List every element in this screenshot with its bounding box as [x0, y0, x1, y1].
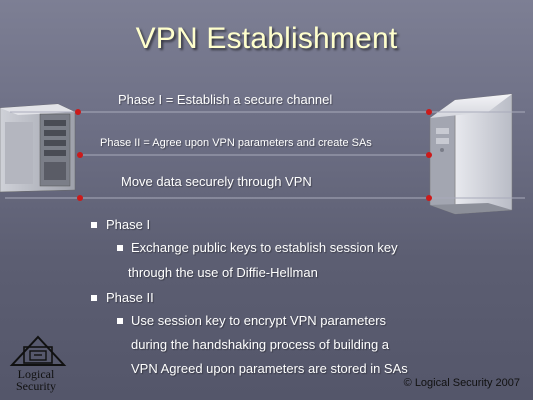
bullet-square [117, 245, 123, 251]
arrowhead-left-2 [77, 152, 83, 158]
bullet-phase2-sub3: VPN Agreed upon parameters are stored in… [131, 361, 408, 376]
right-server-icon [429, 93, 513, 215]
slide-title: VPN Establishment [135, 22, 398, 55]
bullet-square [91, 222, 97, 228]
bullet-phase2: Phase II [106, 290, 154, 305]
logo-line1: Logical [17, 367, 55, 381]
bullet-square [91, 295, 97, 301]
bullet-phase2-sub1: Use session key to encrypt VPN parameter… [131, 313, 387, 328]
bullet-phase1: Phase I [106, 217, 151, 232]
arrowheads [75, 109, 432, 201]
arrowhead-right-1 [426, 109, 432, 115]
arrowhead-left-1 [75, 109, 81, 115]
logo-line2: Security [16, 379, 56, 393]
bullet-phase1-sub2: through the use of Diffie-Hellman [128, 265, 318, 280]
bullet-phase1-sub1: Exchange public keys to establish sessio… [131, 240, 398, 255]
phase1-label: Phase I = Establish a secure channel [118, 92, 333, 107]
bullet-phase2-sub2: during the handshaking process of buildi… [131, 337, 390, 352]
phase3-label: Move data securely through VPN [121, 174, 312, 189]
phase2-label: Phase II = Agree upon VPN parameters and… [100, 137, 372, 149]
arrowhead-right-3 [426, 195, 432, 201]
bullet-square [117, 318, 123, 324]
left-server-icon [0, 103, 76, 193]
logical-security-logo-icon [9, 335, 67, 366]
arrowhead-right-2 [426, 152, 432, 158]
copyright-text: © Logical Security 2007 [403, 377, 520, 389]
arrowhead-left-3 [77, 195, 83, 201]
connection-lines [5, 111, 525, 199]
